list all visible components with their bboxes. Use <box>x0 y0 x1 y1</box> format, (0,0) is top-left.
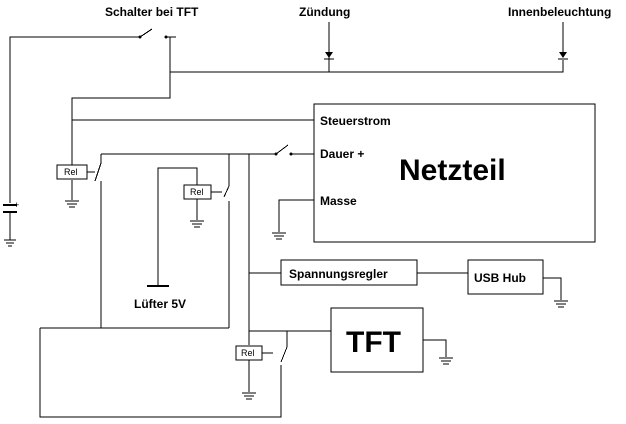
relay-1-switch[interactable] <box>94 154 102 328</box>
label-fan: Lüfter 5V <box>134 297 186 311</box>
usb-hub-ground <box>543 277 568 308</box>
relay-3: Rel <box>235 345 273 400</box>
battery-plus-label: + <box>14 200 19 210</box>
distribution-wires <box>39 154 288 418</box>
label-voltage-regulator: Spannungsregler <box>289 267 388 281</box>
diode-interior-light <box>558 52 568 60</box>
fan-circuit <box>147 167 204 287</box>
relay-1-label: Rel <box>64 167 78 177</box>
relay-3-label: Rel <box>241 348 255 358</box>
power-supply-ground <box>272 199 314 240</box>
relay-2-switch[interactable] <box>223 154 230 328</box>
tft-switch[interactable] <box>138 28 168 39</box>
label-tft: TFT <box>346 326 401 359</box>
label-power-supply: Netzteil <box>399 154 506 187</box>
relay-2: Rel <box>183 184 222 200</box>
relay-1: Rel <box>56 164 95 180</box>
tft-box: TFT <box>330 307 424 373</box>
diode-ignition <box>324 52 334 60</box>
main-feed-wire <box>9 22 564 203</box>
voltage-regulator-box: Spannungsregler <box>280 259 418 286</box>
power-supply-box: Steuerstrom Dauer + Masse Netzteil <box>313 103 596 243</box>
usb-hub-box: USB Hub <box>467 259 544 295</box>
label-usb-hub: USB Hub <box>474 271 526 285</box>
label-interior-light: Innenbeleuchtung <box>508 5 611 19</box>
label-ignition: Zündung <box>299 5 350 19</box>
permanent-plus-switch[interactable] <box>274 144 293 156</box>
label-switch-tft: Schalter bei TFT <box>105 5 199 19</box>
label-control-current: Steuerstrom <box>320 114 391 128</box>
battery: + <box>3 200 19 247</box>
tft-ground <box>423 339 453 365</box>
label-ground: Masse <box>320 194 357 208</box>
control-wires <box>65 72 314 208</box>
label-permanent-plus: Dauer + <box>320 147 364 161</box>
relay-2-label: Rel <box>190 187 204 197</box>
